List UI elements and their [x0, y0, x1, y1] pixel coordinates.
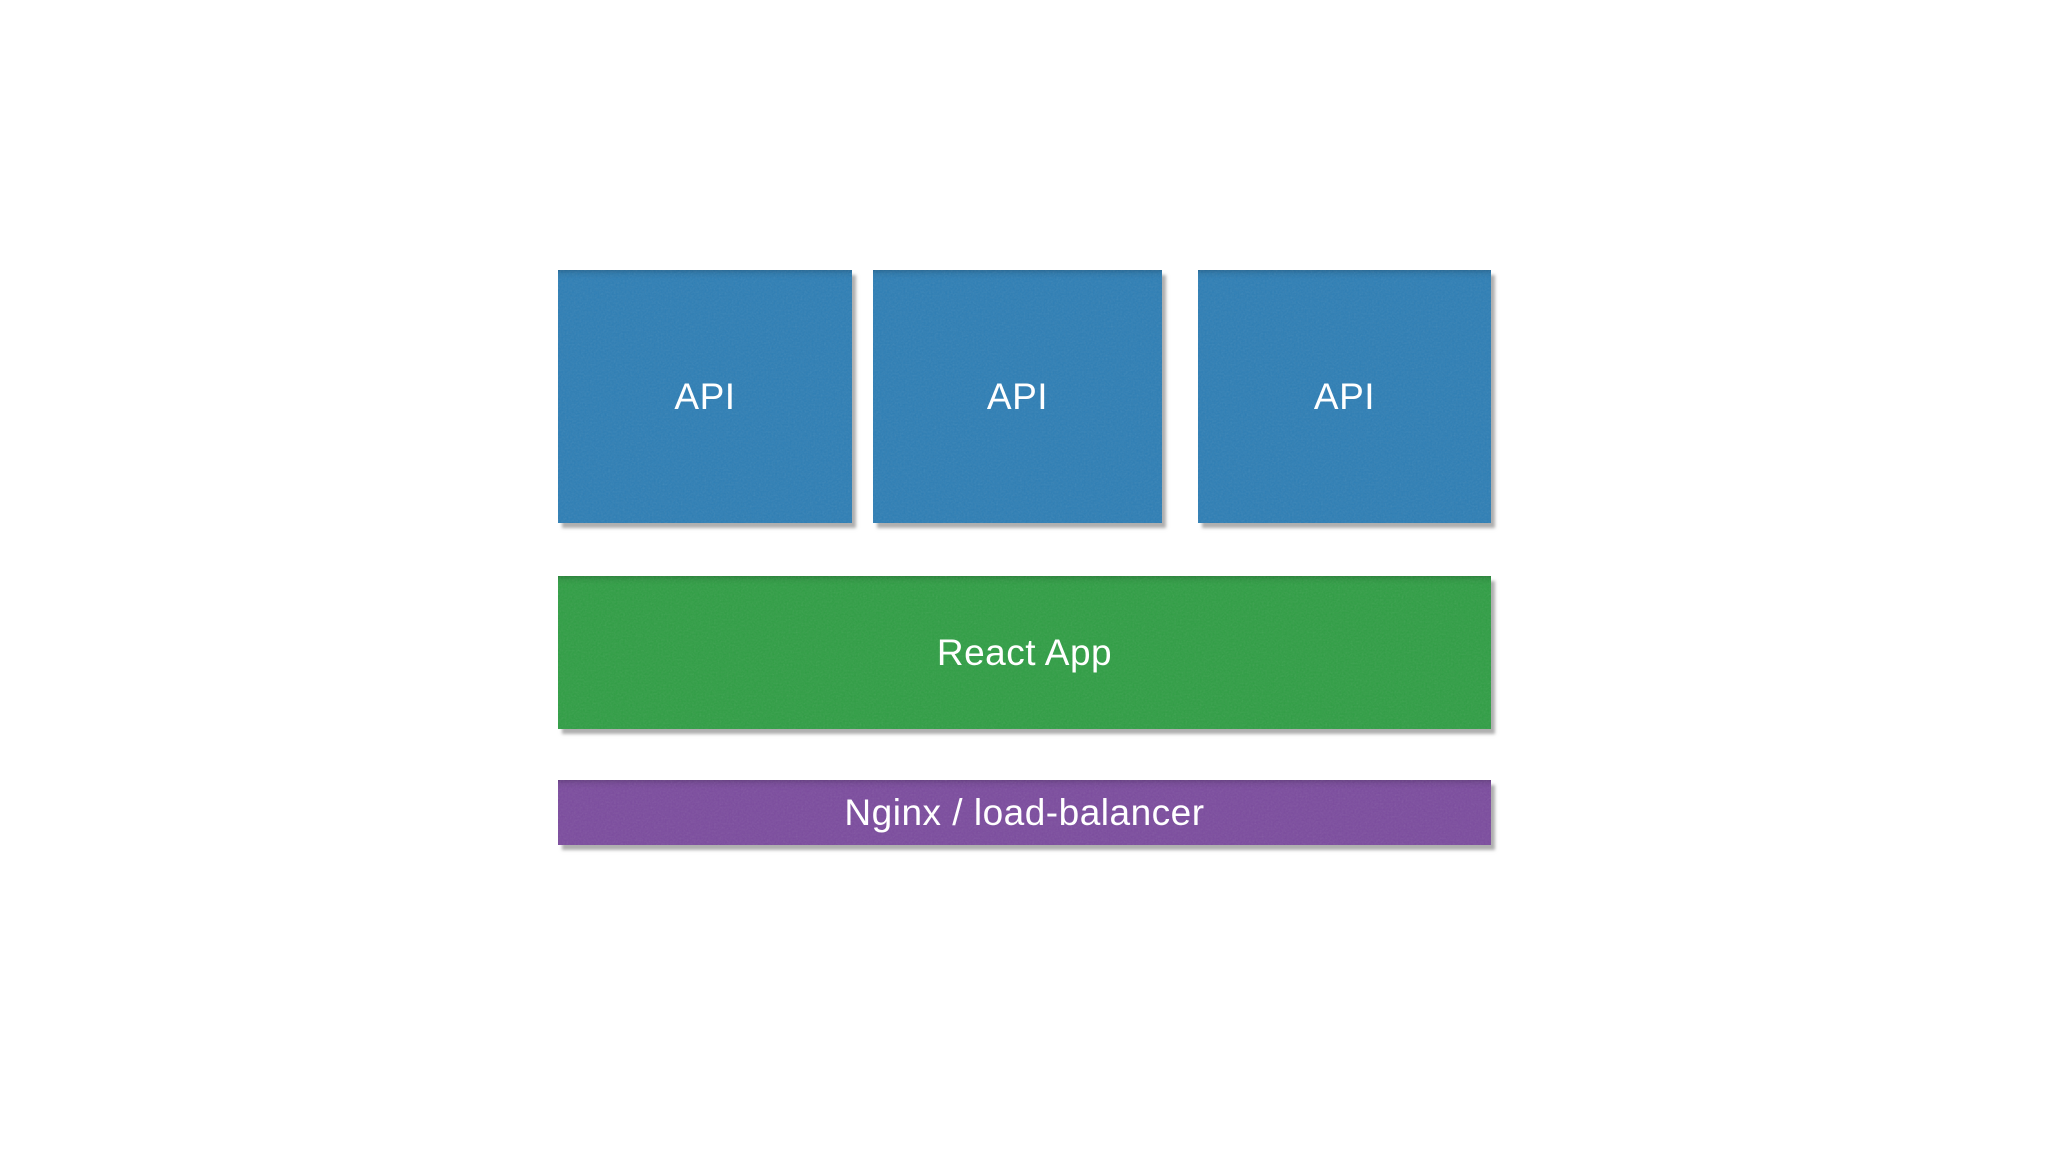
react-app-box: React App: [558, 576, 1491, 729]
api-box-2: API: [873, 270, 1162, 523]
api-box-3: API: [1198, 270, 1491, 523]
api-box-3-label: API: [1313, 375, 1376, 417]
api-box-2-label: API: [986, 375, 1049, 417]
nginx-load-balancer-box: Nginx / load-balancer: [558, 780, 1491, 845]
nginx-load-balancer-label: Nginx / load-balancer: [844, 791, 1205, 833]
react-app-label: React App: [936, 631, 1113, 673]
api-box-1-label: API: [674, 375, 736, 417]
api-box-1: API: [558, 270, 852, 523]
